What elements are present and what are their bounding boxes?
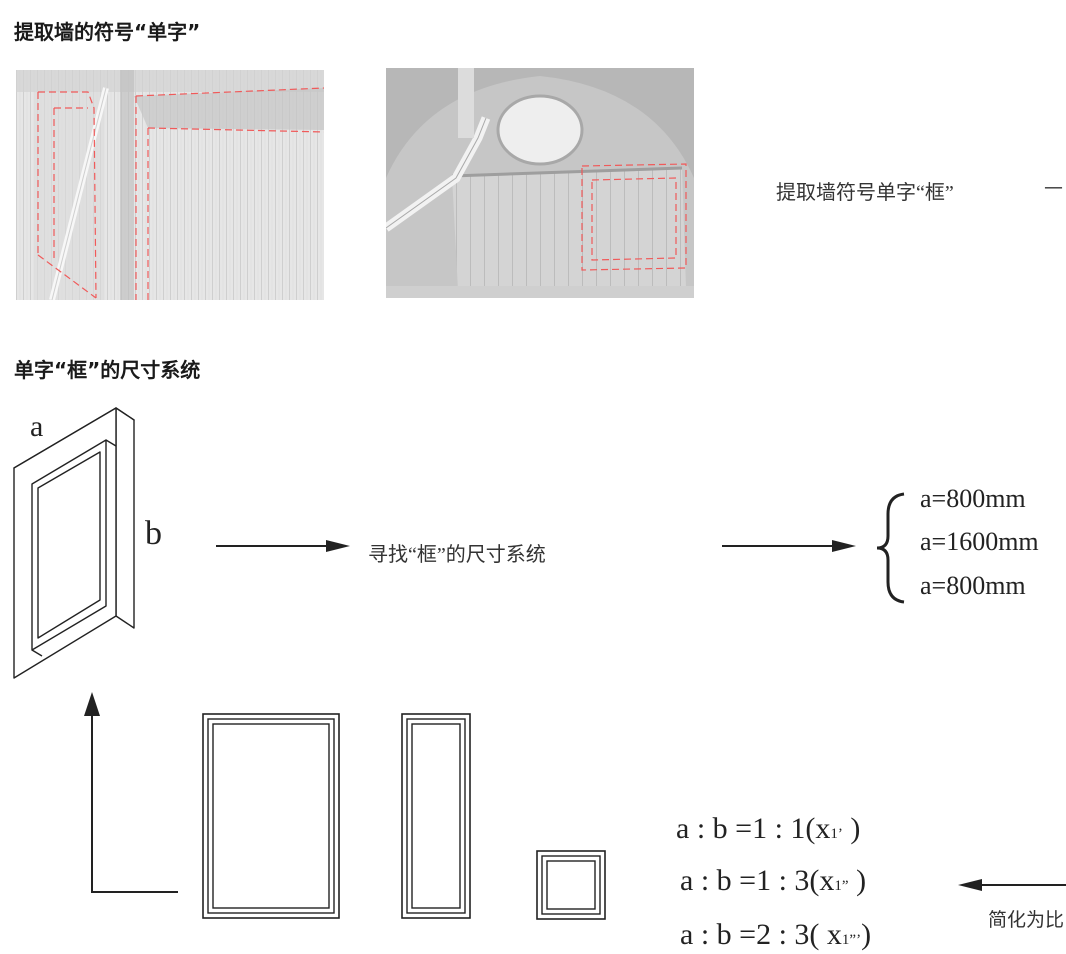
arrow-right-2 xyxy=(722,540,856,552)
dimension-value-2: a=1600mm xyxy=(920,527,1039,556)
wall-photo-1-image xyxy=(16,70,324,300)
section-title-extract: 提取墙的符号“单字” xyxy=(14,20,201,44)
arrow-left xyxy=(958,879,1066,891)
arrow-up-corner xyxy=(84,692,178,893)
wall-photo-2 xyxy=(386,68,694,298)
ratio-1-close: ) xyxy=(842,812,861,845)
frame-large xyxy=(202,713,340,919)
wall-photo-2-image xyxy=(386,68,694,298)
ratio-line-3: a : b =2 : 3( x1”’) xyxy=(680,920,871,950)
curly-brace xyxy=(876,492,905,604)
ratio-2-close: ) xyxy=(848,864,867,897)
extract-label: 提取墙符号单字“框” xyxy=(776,182,954,204)
label-b: b xyxy=(145,515,162,552)
ratio-3-text: a : b =2 : 3( x xyxy=(680,918,842,951)
extraction-dashes-2 xyxy=(581,163,687,271)
ratio-2-sub: 1” xyxy=(834,878,849,894)
frame-small xyxy=(536,850,606,920)
arrow-right-1 xyxy=(216,540,350,552)
isometric-frame xyxy=(13,407,135,679)
extract-dash: — xyxy=(1044,176,1063,198)
wall-photo-1 xyxy=(16,70,324,300)
simplify-label-wrap: 简化为比 xyxy=(988,905,1066,932)
dimension-value-3: a=800mm xyxy=(920,571,1026,600)
ratio-line-1: a : b =1 : 1(x1’ ) xyxy=(676,814,860,844)
extraction-dashes-1 xyxy=(37,87,324,300)
find-dimension-label: 寻找“框”的尺寸系统 xyxy=(368,544,546,566)
ratio-1-sub: 1’ xyxy=(830,826,843,842)
frame-tall xyxy=(401,713,471,919)
ratio-3-close: ) xyxy=(861,918,872,951)
section-title-dimension: 单字“框”的尺寸系统 xyxy=(14,358,201,382)
ratio-2-text: a : b =1 : 3(x xyxy=(680,864,835,897)
ratio-1-text: a : b =1 : 1(x xyxy=(676,812,831,845)
ratio-line-2: a : b =1 : 3(x1” ) xyxy=(680,866,866,896)
dimension-value-1: a=800mm xyxy=(920,484,1026,513)
ratio-3-sub: 1”’ xyxy=(841,932,862,948)
simplify-label: 简化为比 xyxy=(988,910,1065,931)
label-a: a xyxy=(30,410,44,443)
